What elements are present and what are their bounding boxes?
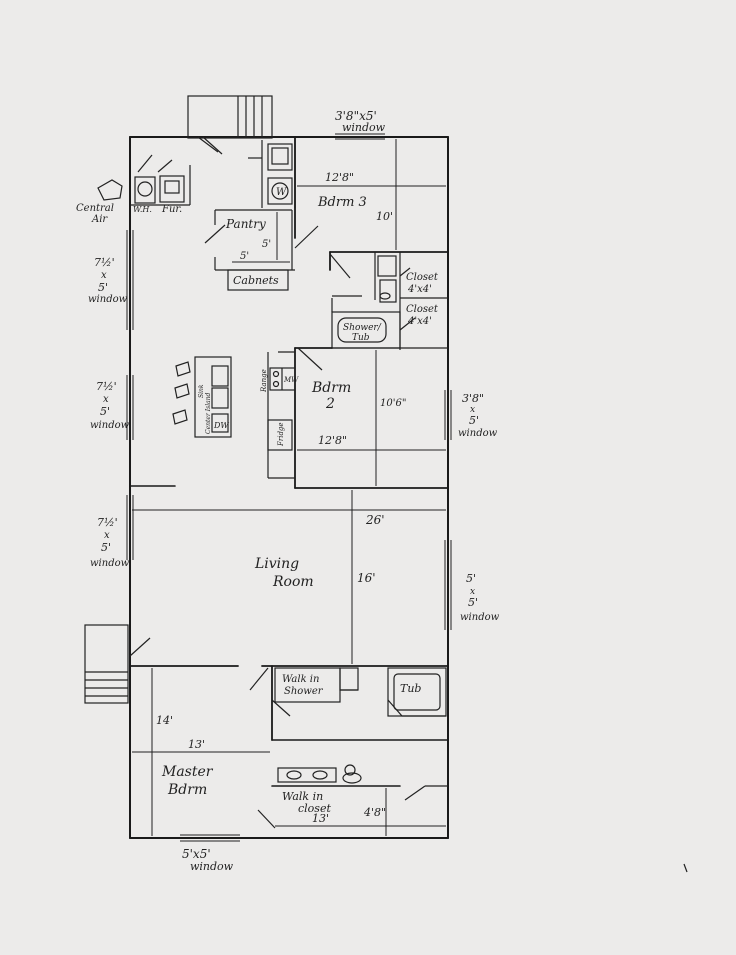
bottom-window-size: 5'x5' (182, 847, 211, 861)
closet1-label-line1: Closet (406, 272, 439, 283)
central-air-label-line1: Central (76, 203, 114, 214)
left2-window-b: x (103, 394, 109, 405)
living-room-label-line2: Room (272, 574, 314, 590)
right1-window-d: window (458, 428, 498, 439)
left2-window-d: window (90, 420, 130, 431)
walkin-closet-label-line2: closet (298, 802, 331, 815)
island-label-line2: Center Island (205, 392, 212, 434)
window-labels: 3'8"x5' window 7½' x 5' window 7½' x 5' … (88, 109, 500, 873)
microwave-label: MW (283, 376, 299, 384)
left1-window-d: window (88, 294, 128, 305)
central-air-label-line2: Air (91, 214, 108, 225)
water-heater-label: W.H. (133, 205, 152, 214)
right1-window-a: 3'8" (462, 392, 484, 405)
pantry-area (204, 209, 295, 291)
rear-porch (187, 95, 273, 153)
top-window-word: window (342, 121, 386, 134)
pantry-height-dim: 5' (262, 239, 271, 250)
closet2-label-line2: 4'x4' (407, 316, 432, 327)
dimension-lines (132, 139, 446, 836)
top-window-size: 3'8"x5' (335, 109, 377, 123)
left3-window-c: 5' (101, 541, 111, 554)
utility-area (97, 154, 191, 206)
front-steps (84, 624, 151, 704)
bdrm2-label-line1: Bdrm (311, 380, 351, 396)
washer-label: W (276, 187, 287, 198)
fridge-label: Fridge (277, 422, 285, 447)
range-label: Range (260, 369, 268, 393)
closet2-label-line1: Closet (406, 304, 439, 315)
pantry-width-dim: 5' (240, 251, 249, 262)
master-label-line1: Master (161, 764, 214, 780)
pencil-mark (683, 863, 688, 873)
pantry-label: Pantry (225, 217, 266, 231)
closet-width-dim: 13' (312, 812, 329, 825)
right2-window-a: 5' (466, 572, 476, 585)
bdrm2-width-dim: 12'8" (318, 434, 347, 447)
left3-window-b: x (104, 530, 110, 541)
bdrm3-width-dim: 12'8" (325, 171, 354, 184)
bdrm2-label-line2: 2 (325, 396, 335, 412)
bottom-window-word: window (190, 860, 234, 873)
dishwasher-label: DW (213, 421, 229, 430)
bdrm3-label: Bdrm 3 (317, 195, 367, 210)
left1-window-a: 7½' (94, 256, 115, 269)
kitchen-appliances (267, 351, 296, 479)
left2-window-a: 7½' (96, 380, 117, 393)
left1-window-c: 5' (98, 281, 108, 294)
closet1-label-line2: 4'x4' (407, 284, 432, 295)
walkin-closet-label-line1: Walk in (282, 790, 323, 803)
island-label-line1: Sink (198, 384, 205, 398)
bdrm3-walls (294, 136, 449, 279)
left1-window-b: x (101, 270, 107, 281)
right1-window-c: 5' (469, 414, 479, 427)
walkin-shower-label-line2: Shower (284, 686, 324, 697)
window-marks (126, 133, 452, 842)
right2-window-d: window (460, 612, 500, 623)
master-depth-dim: 14' (156, 714, 173, 727)
center-island (172, 356, 232, 438)
right2-window-c: 5' (468, 596, 478, 609)
room-labels: Bdrm 3 Bdrm 2 Living Room Master Bdrm Pa… (161, 195, 439, 815)
left3-window-a: 7½' (97, 516, 118, 529)
tub-label: Tub (400, 682, 421, 695)
bdrm2-walls (294, 347, 449, 489)
left2-window-c: 5' (100, 405, 110, 418)
furnace-label: Fur. (161, 204, 182, 215)
shower-tub-label-line2: Tub (352, 333, 370, 343)
fixture-labels: Central Air W.H. Fur. W DW MW Range Frid… (76, 187, 299, 447)
dimension-labels: 12'8" 10' 5' 5' 10'6" 12'8" 26' 16' 14' … (156, 171, 406, 825)
living-room-label-line1: Living (254, 556, 299, 572)
master-label-line2: Bdrm (167, 782, 207, 798)
closet-depth-dim: 4'8" (363, 806, 386, 819)
closets-bath (331, 252, 448, 350)
bdrm2-depth-dim: 10'6" (380, 398, 406, 409)
bdrm3-depth-dim: 10' (376, 210, 393, 223)
shower-tub-label-line1: Shower/ (343, 323, 382, 333)
right2-window-b: x (470, 587, 475, 597)
cabinets-label: Cabnets (233, 274, 279, 287)
walkin-shower-label-line1: Walk in (282, 674, 319, 685)
master-walls (129, 665, 449, 829)
left3-window-d: window (90, 558, 130, 569)
living-depth-dim: 16' (357, 571, 376, 585)
house-width-dim: 26' (365, 513, 385, 527)
master-width-dim: 13' (188, 738, 205, 751)
right1-window-b: x (470, 405, 475, 415)
